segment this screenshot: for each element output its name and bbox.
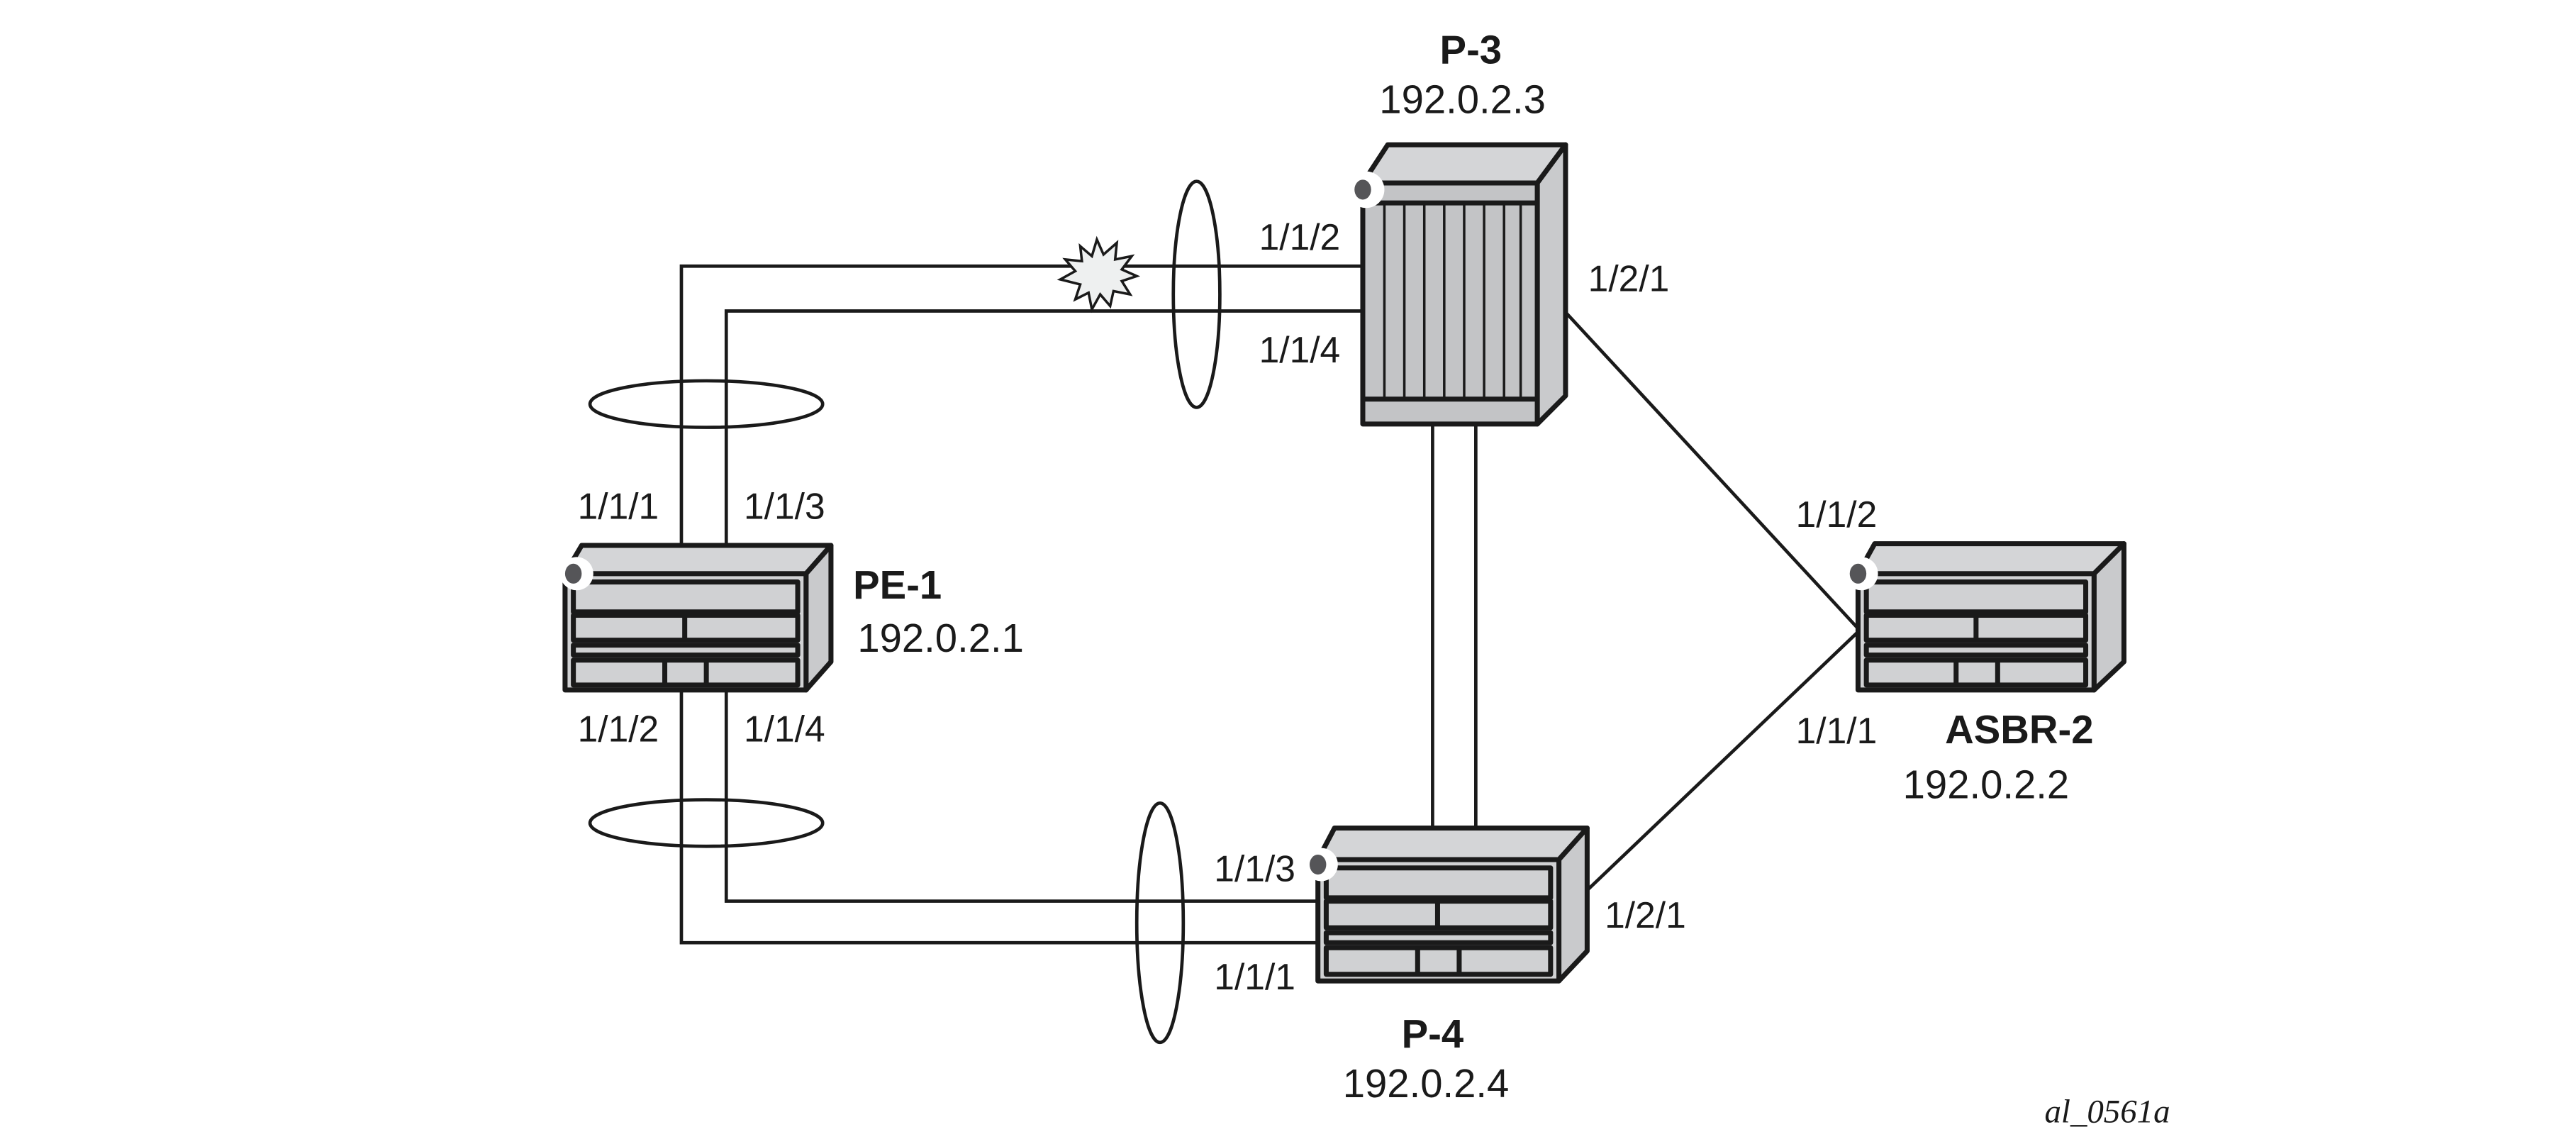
links <box>679 264 1860 945</box>
link-pe1-p4-b <box>679 689 1318 945</box>
port-label: 1/1/3 <box>744 485 825 526</box>
led-icon <box>564 563 582 584</box>
explosion-star-icon <box>1056 235 1141 313</box>
router-p3[interactable] <box>1347 142 1568 427</box>
port-label: 1/1/4 <box>744 709 825 750</box>
node-name-p4: P-4 <box>1402 1011 1464 1056</box>
node-name-asbr2: ASBR-2 <box>1945 707 2093 752</box>
lag-ellipse-p4 <box>1134 801 1186 1045</box>
node-name-pe1: PE-1 <box>853 562 942 607</box>
port-label: 1/2/1 <box>1588 257 1670 299</box>
port-label: 1/1/2 <box>1259 216 1341 257</box>
lag-ellipse-pe1-bottom <box>588 798 825 848</box>
link-p4-asbr2 <box>1569 631 1860 908</box>
led-icon <box>1354 179 1371 200</box>
port-label: 1/1/1 <box>1214 956 1295 997</box>
link-pe1-p4-a <box>724 689 1318 903</box>
lag-ellipse-pe1-top <box>588 379 825 429</box>
link-pe1-p3-a <box>679 264 1363 574</box>
lag-ellipse-p3 <box>1171 179 1222 409</box>
port-label: 1/2/1 <box>1605 894 1686 935</box>
port-label: 1/1/4 <box>1259 329 1341 370</box>
port-label: 1/1/1 <box>1796 710 1878 751</box>
router-pe1[interactable] <box>559 543 834 693</box>
port-label: 1/1/2 <box>578 709 659 750</box>
figure-id: al_0561a <box>2045 1093 2170 1130</box>
node-ip-asbr2: 192.0.2.2 <box>1903 762 2070 806</box>
led-icon <box>1849 563 1867 584</box>
link-pe1-p3-b <box>724 309 1363 574</box>
led-icon <box>1309 854 1327 875</box>
node-ip-pe1: 192.0.2.1 <box>857 616 1024 660</box>
port-label: 1/1/2 <box>1796 494 1878 535</box>
router-p4[interactable] <box>1304 825 1590 984</box>
link-p3-asbr2 <box>1549 294 1860 630</box>
node-ip-p4: 192.0.2.4 <box>1343 1061 1510 1106</box>
port-label: 1/1/1 <box>578 485 659 526</box>
router-asbr2[interactable] <box>1844 541 2126 693</box>
node-name-p3: P-3 <box>1440 27 1502 72</box>
port-label: 1/1/3 <box>1214 848 1295 889</box>
node-ip-p3: 192.0.2.3 <box>1379 77 1546 122</box>
